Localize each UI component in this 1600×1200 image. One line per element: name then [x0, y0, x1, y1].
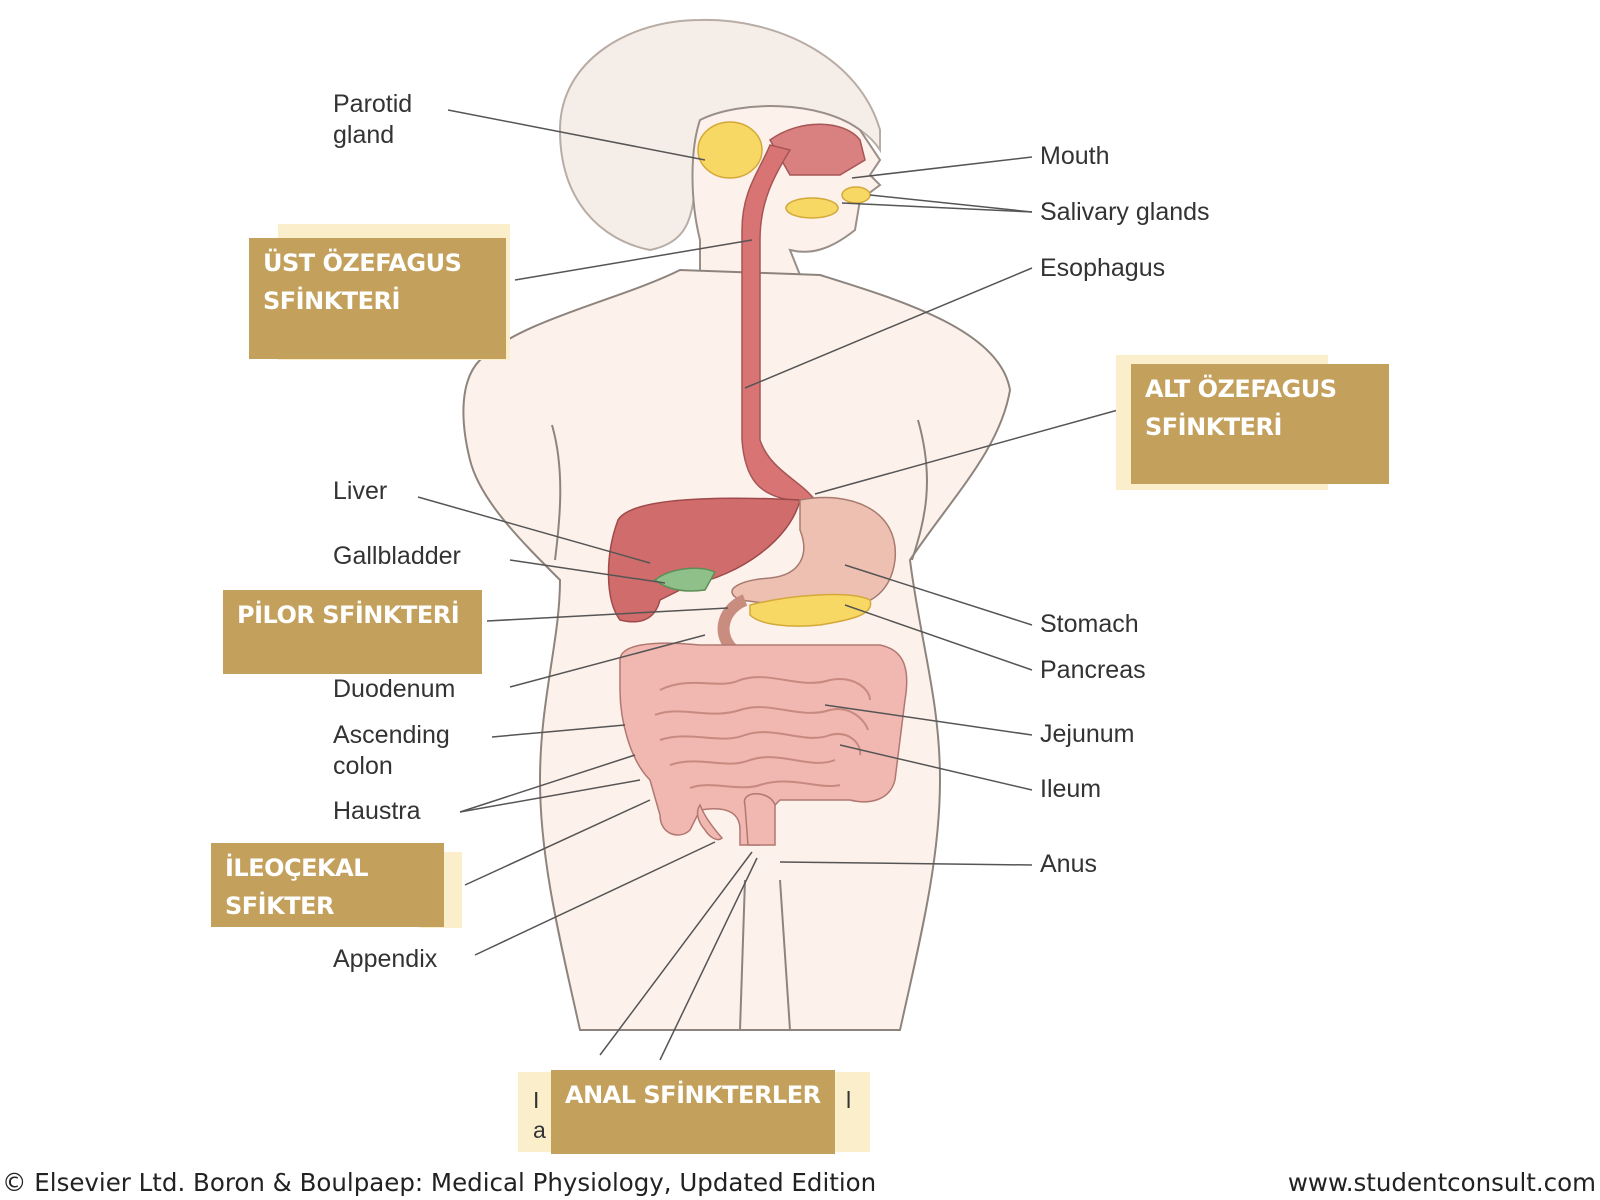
overlay-ileocekal: İLEOÇEKAL SFİKTER — [211, 843, 444, 927]
label-gallbladder: Gallbladder — [333, 542, 461, 570]
legs — [739, 879, 791, 1031]
oral-cavity — [769, 123, 866, 176]
arm-right — [911, 419, 928, 561]
footer-copyright: © Elsevier Ltd. Boron & Boulpaep: Medica… — [2, 1168, 877, 1197]
overlay-ust-ozefagus: ÜST ÖZEFAGUS SFİNKTERİ — [249, 238, 506, 359]
label-appendix: Appendix — [333, 945, 438, 973]
footer-site: www.studentconsult.com — [1287, 1168, 1596, 1197]
label-jejunum: Jejunum — [1040, 720, 1135, 748]
label-esophagus: Esophagus — [1040, 254, 1166, 282]
label-haustra: Haustra — [333, 797, 421, 825]
label-ascending-line1: Ascending — [333, 721, 450, 749]
label-liver: Liver — [333, 477, 388, 505]
label-stomach: Stomach — [1040, 610, 1139, 638]
label-parotid-gland: Parotid gland — [333, 89, 412, 151]
salivary-gland-shape-1 — [785, 197, 839, 219]
label-ileum: Ileum — [1040, 775, 1102, 803]
overlay-ust-line2: SFİNKTERİ — [263, 287, 400, 315]
appendix-shape — [696, 803, 724, 841]
overlay-pilor-line1: PİLOR SFİNKTERİ — [237, 601, 460, 629]
pancreas-shape — [749, 593, 872, 627]
label-mouth: Mouth — [1040, 142, 1110, 170]
label-anus: Anus — [1040, 850, 1097, 878]
hidden-fragment-2: a — [533, 1117, 546, 1143]
label-ascending-colon: Ascending colon — [333, 720, 450, 782]
rectum-shape — [743, 793, 776, 846]
label-salivary-glands: Salivary glands — [1040, 198, 1210, 226]
overlay-anal: ANAL SFİNKTERLER — [551, 1070, 835, 1154]
label-parotid-line1: Parotid — [333, 90, 413, 118]
overlay-anal-line1: ANAL SFİNKTERLER — [565, 1081, 821, 1109]
hidden-fragment-1: I — [533, 1087, 540, 1113]
overlay-ust-line1: ÜST ÖZEFAGUS — [263, 249, 462, 277]
label-duodenum: Duodenum — [333, 675, 456, 703]
label-pancreas: Pancreas — [1040, 656, 1146, 684]
overlay-ileocekal-line1: İLEOÇEKAL — [225, 854, 369, 882]
arm-left — [551, 424, 562, 561]
liver-shape — [607, 497, 801, 623]
hidden-fragment-3: l — [846, 1087, 852, 1113]
small-intestine-coils — [654, 676, 871, 789]
overlay-alt-line2: SFİNKTERİ — [1145, 413, 1282, 441]
overlay-alt-ozefagus: ALT ÖZEFAGUS SFİNKTERİ — [1131, 364, 1389, 484]
overlay-ileocekal-line2: SFİKTER — [225, 892, 334, 920]
gallbladder-shape — [653, 567, 717, 592]
parotid-gland-shape — [697, 121, 763, 179]
salivary-gland-shape-2 — [841, 186, 871, 204]
overlay-pilor: PİLOR SFİNKTERİ — [223, 590, 482, 674]
label-parotid-line2: gland — [333, 121, 395, 149]
leader-lines — [417, 109, 1119, 1061]
overlay-alt-line1: ALT ÖZEFAGUS — [1145, 375, 1337, 403]
label-ascending-line2: colon — [333, 752, 393, 780]
footer: © Elsevier Ltd. Boron & Boulpaep: Medica… — [0, 1168, 1600, 1200]
